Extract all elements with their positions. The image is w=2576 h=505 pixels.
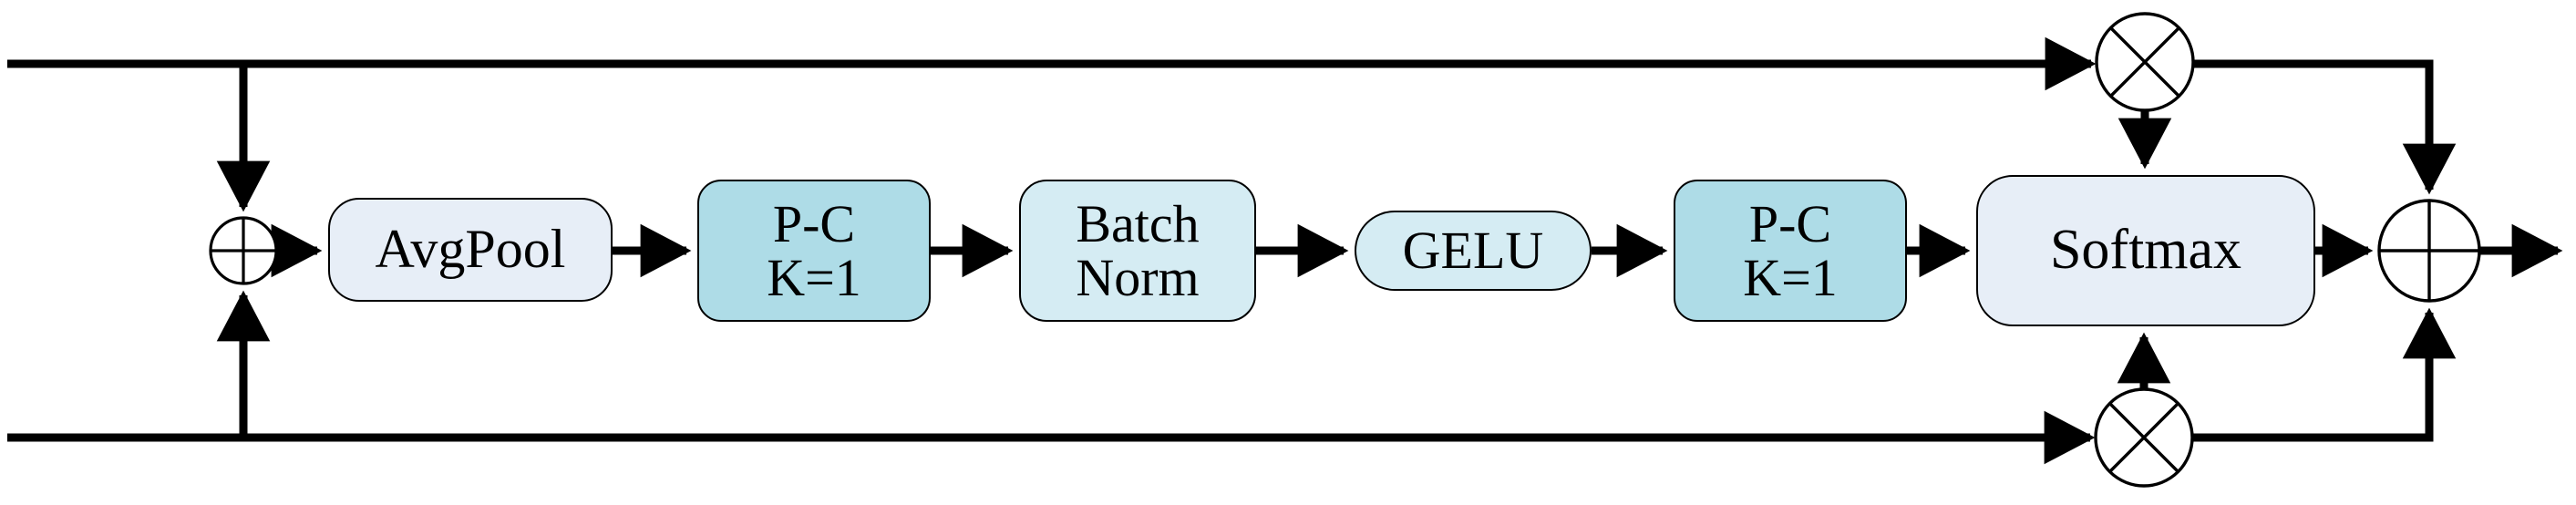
add-operator-left	[209, 216, 278, 285]
batch-norm-node[interactable]: Batch Norm	[1019, 180, 1256, 322]
pointwise-conv-1-kernel: K=1	[767, 248, 861, 307]
pointwise-conv-2-label: P-C	[1748, 193, 1832, 253]
batch-norm-label-line1: Batch	[1076, 193, 1200, 253]
gelu-node[interactable]: GELU	[1355, 211, 1592, 291]
edge-mulbottom-to-addright	[2192, 307, 2457, 442]
batch-norm-label-line2: Norm	[1076, 248, 1200, 307]
pointwise-conv-1-label: P-C	[772, 193, 856, 253]
pointwise-conv-1-node[interactable]: P-C K=1	[697, 180, 931, 322]
pointwise-conv-2-kernel: K=1	[1743, 248, 1838, 307]
avgpool-node[interactable]: AvgPool	[328, 198, 613, 302]
pointwise-conv-2-node[interactable]: P-C K=1	[1674, 180, 1907, 322]
gelu-label: GELU	[1402, 221, 1544, 281]
avgpool-label: AvgPool	[375, 219, 566, 280]
multiply-operator-bottom	[2094, 387, 2194, 488]
edge-multop-to-addright	[2193, 59, 2457, 195]
softmax-node[interactable]: Softmax	[1976, 175, 2315, 326]
multiply-operator-top	[2095, 12, 2195, 112]
add-operator-right	[2377, 199, 2481, 303]
softmax-label: Softmax	[2049, 219, 2242, 282]
